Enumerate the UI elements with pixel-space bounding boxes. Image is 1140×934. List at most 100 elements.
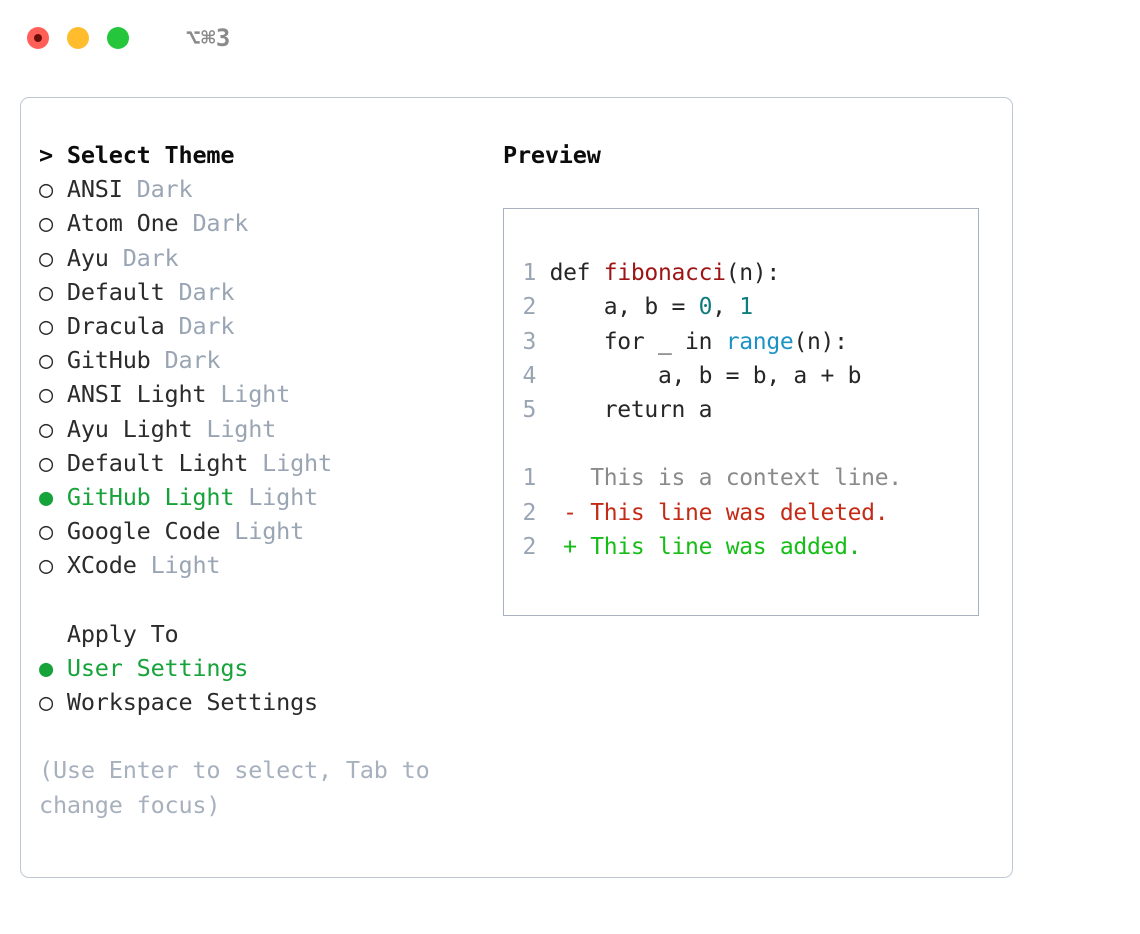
theme-variant-tag: Light: [248, 448, 332, 477]
diff-text: This line was added.: [590, 533, 862, 560]
theme-option-default-light[interactable]: ○ Default Light Light: [39, 446, 483, 480]
keyboard-hint-text: (Use Enter to select, Tab to change focu…: [39, 756, 430, 819]
theme-option-label: Dracula: [52, 312, 165, 341]
theme-variant-tag: Light: [136, 551, 221, 580]
code-token: for _ in: [549, 328, 726, 355]
theme-variant-tag: Light: [220, 517, 305, 546]
theme-option-google-code[interactable]: ○ Google Code Light: [39, 514, 483, 548]
radio-unselected-icon: ○: [39, 277, 53, 306]
theme-variant-tag: Dark: [178, 209, 249, 238]
theme-option-default[interactable]: ○ Default Dark: [39, 275, 483, 309]
radio-unselected-icon: ○: [39, 243, 53, 272]
code-token: 1: [739, 294, 753, 321]
theme-option-label: Ayu Light: [52, 414, 193, 443]
radio-unselected-icon: ○: [39, 209, 53, 238]
code-line: 3 for _ in range(n):: [522, 325, 978, 359]
line-number: 3: [522, 328, 536, 355]
theme-option-label: Default: [52, 277, 165, 306]
preview-column: Preview 1 def fibonacci(n):2 a, b = 0, 1…: [483, 138, 1012, 877]
radio-selected-icon: ●: [39, 654, 53, 683]
theme-variant-tag: Light: [234, 483, 318, 512]
radio-unselected-icon: ○: [39, 517, 53, 546]
line-number: 4: [522, 362, 536, 389]
select-theme-heading-label: Select Theme: [66, 141, 235, 169]
diff-text: This line was deleted.: [590, 499, 889, 526]
code-token: (n):: [793, 328, 848, 355]
line-number: 1: [522, 260, 536, 287]
apply-to-option-user-settings[interactable]: ● User Settings: [39, 651, 483, 685]
list-spacer: [39, 583, 483, 617]
code-token: a, b =: [549, 294, 699, 321]
close-button[interactable]: [27, 27, 49, 49]
theme-option-ansi[interactable]: ○ ANSI Dark: [39, 172, 483, 206]
line-number: 2: [522, 294, 536, 321]
maximize-button[interactable]: [107, 27, 129, 49]
theme-selection-column: > Select Theme ○ ANSI Dark○ Atom One Dar…: [21, 138, 483, 877]
line-number: 5: [522, 397, 536, 424]
theme-list: ○ ANSI Dark○ Atom One Dark○ Ayu Dark○ De…: [39, 172, 483, 582]
theme-option-dracula[interactable]: ○ Dracula Dark: [39, 309, 483, 343]
radio-unselected-icon: ○: [39, 448, 53, 477]
theme-variant-tag: Dark: [164, 277, 235, 306]
theme-option-label: Google Code: [52, 517, 221, 546]
theme-option-atom-one[interactable]: ○ Atom One Dark: [39, 206, 483, 240]
diff-line-deleted: 2 - This line was deleted.: [522, 496, 978, 530]
code-line: 2 a, b = 0, 1: [522, 290, 978, 324]
theme-option-label: ANSI Light: [52, 380, 207, 409]
diff-text: This is a context line.: [590, 465, 902, 492]
title-bar: ⌥⌘3: [0, 0, 1140, 76]
window-controls: [27, 27, 129, 49]
radio-unselected-icon: ○: [39, 346, 53, 375]
code-token: (n):: [725, 260, 781, 287]
code-token: 0: [698, 294, 713, 321]
theme-option-label: ANSI: [52, 175, 123, 204]
code-line: 5 return a: [522, 393, 978, 427]
theme-option-github-light[interactable]: ● GitHub Light Light: [39, 480, 483, 514]
theme-variant-tag: Dark: [150, 346, 221, 375]
code-token: return a: [549, 397, 713, 424]
diff-sample: 1 This is a context line.2 - This line w…: [522, 461, 978, 564]
code-token: def: [549, 260, 604, 287]
code-diff-separator: [522, 427, 978, 461]
line-number: 1: [522, 465, 536, 492]
theme-variant-tag: Light: [192, 414, 277, 443]
theme-option-github[interactable]: ○ GitHub Dark: [39, 343, 483, 377]
theme-option-ansi-light[interactable]: ○ ANSI Light Light: [39, 377, 483, 411]
theme-option-label: GitHub: [52, 346, 151, 375]
diff-sign: [563, 465, 590, 491]
minimize-button[interactable]: [67, 27, 89, 49]
apply-to-option-workspace-settings[interactable]: ○ Workspace Settings: [39, 685, 483, 719]
theme-option-label: GitHub Light: [52, 483, 235, 512]
theme-option-ayu[interactable]: ○ Ayu Dark: [39, 241, 483, 275]
code-token: range: [725, 328, 794, 355]
keyboard-shortcut-label: ⌥⌘3: [186, 24, 231, 52]
radio-selected-icon: ●: [39, 483, 53, 512]
code-token: a, b = b, a + b: [549, 362, 862, 389]
theme-option-label: Ayu: [52, 243, 109, 272]
theme-variant-tag: Dark: [108, 243, 179, 272]
theme-option-label: XCode: [52, 551, 137, 580]
diff-sign: -: [563, 499, 591, 526]
radio-unselected-icon: ○: [39, 551, 53, 580]
theme-option-xcode[interactable]: ○ XCode Light: [39, 548, 483, 582]
radio-unselected-icon: ○: [39, 414, 53, 443]
diff-line-added: 2 + This line was added.: [522, 530, 978, 564]
line-number: 2: [522, 499, 536, 526]
theme-variant-tag: Dark: [164, 312, 235, 341]
theme-option-label: Default Light: [52, 448, 249, 477]
code-line: 4 a, b = b, a + b: [522, 359, 978, 393]
diff-sign: +: [563, 533, 591, 560]
diff-line-context: 1 This is a context line.: [522, 461, 978, 495]
theme-picker-panel: > Select Theme ○ ANSI Dark○ Atom One Dar…: [20, 97, 1013, 878]
radio-unselected-icon: ○: [39, 312, 53, 341]
heading-caret: >: [39, 141, 67, 169]
line-number: 2: [522, 533, 536, 560]
theme-option-ayu-light[interactable]: ○ Ayu Light Light: [39, 412, 483, 446]
select-theme-heading: > Select Theme: [39, 138, 483, 172]
radio-unselected-icon: ○: [39, 688, 53, 717]
theme-variant-tag: Light: [206, 380, 291, 409]
radio-unselected-icon: ○: [39, 175, 53, 204]
radio-unselected-icon: ○: [39, 380, 53, 409]
